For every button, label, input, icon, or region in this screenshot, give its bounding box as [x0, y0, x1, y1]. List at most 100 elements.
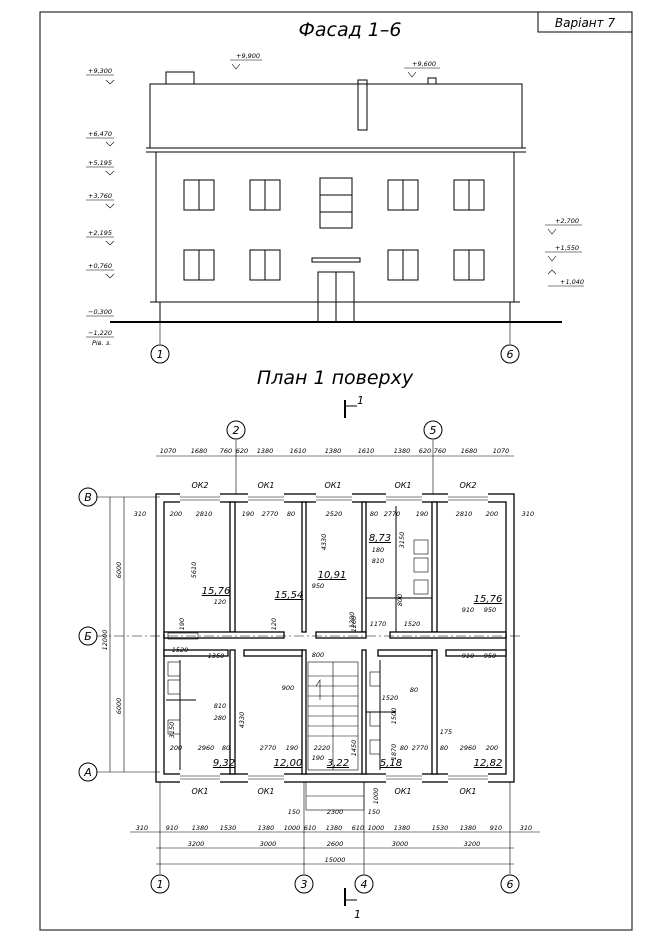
svg-text:1520: 1520 [172, 646, 189, 654]
svg-text:2520: 2520 [326, 510, 343, 518]
svg-text:5610: 5610 [190, 562, 198, 579]
axis-label: А [83, 766, 92, 779]
axis-label: 4 [361, 878, 368, 891]
axis-marker-a [78, 762, 98, 782]
interior-dims: 5610 4330 3150 1520 180 810 1200 950 910… [168, 532, 496, 761]
svg-text:310: 310 [520, 824, 532, 832]
svg-text:1380: 1380 [394, 447, 411, 455]
svg-text:120: 120 [270, 618, 278, 630]
room-area: 12,00 [274, 758, 303, 769]
level-mark: −0,300 [88, 308, 112, 316]
level-mark: +9,900 [236, 52, 260, 60]
svg-text:175: 175 [440, 728, 452, 736]
entrance-porch [305, 781, 365, 811]
svg-text:610: 610 [352, 824, 364, 832]
svg-text:1680: 1680 [191, 447, 208, 455]
svg-text:ОК1: ОК1 [257, 787, 274, 796]
room-area: 3,22 [327, 758, 349, 769]
room-area: 10,91 [318, 570, 347, 581]
svg-text:310: 310 [522, 510, 534, 518]
svg-text:1610: 1610 [358, 447, 375, 455]
level-mark: +9,600 [412, 60, 436, 68]
window-labels-bottom: ОК1 ОК1 ОК1 ОК1 [191, 787, 476, 796]
svg-text:2960: 2960 [460, 744, 477, 752]
svg-text:1000: 1000 [284, 824, 301, 832]
axis-label: Б [84, 630, 92, 643]
svg-text:900: 900 [282, 684, 294, 692]
axis-marker-4 [354, 874, 374, 894]
svg-text:280: 280 [214, 714, 226, 722]
svg-text:1520: 1520 [382, 694, 399, 702]
room-area: 15,54 [275, 590, 304, 601]
svg-text:3200: 3200 [464, 840, 481, 848]
axis-label: 1 [157, 348, 164, 361]
svg-text:3150: 3150 [398, 532, 406, 549]
inner-top-dims: 310 200 2810 190 2770 80 2520 80 2770 19… [134, 510, 534, 518]
svg-text:1380: 1380 [192, 824, 209, 832]
section-label: 1 [354, 908, 361, 921]
svg-text:3200: 3200 [188, 840, 205, 848]
facade-levels-top: +9,900 +9,600 [230, 52, 440, 78]
svg-text:810: 810 [214, 702, 226, 710]
axis-label: 6 [507, 348, 514, 361]
svg-text:1350: 1350 [208, 652, 225, 660]
plan-title: План 1 поверху [257, 367, 414, 389]
svg-text:ОК1: ОК1 [459, 787, 476, 796]
svg-text:800: 800 [396, 594, 404, 606]
variant-box [537, 11, 633, 33]
svg-text:4330: 4330 [238, 712, 246, 729]
axis-label: 5 [430, 424, 437, 437]
svg-text:190: 190 [416, 510, 428, 518]
svg-text:1380: 1380 [394, 824, 411, 832]
svg-text:610: 610 [304, 824, 316, 832]
axis-label: 3 [301, 878, 308, 891]
level-mark: +2,700 [555, 217, 579, 225]
section-label: 1 [357, 394, 364, 407]
top-dim-labels: 1070 1680 760 620 1380 1610 1380 1610 13… [160, 447, 510, 455]
room-area: 9,32 [213, 758, 235, 769]
ground-note: Рів. з. [92, 339, 111, 347]
axis-marker-b [78, 626, 98, 646]
svg-text:80: 80 [440, 744, 448, 752]
chimney-center [357, 79, 368, 131]
level-mark: +1,040 [560, 278, 584, 286]
svg-text:ОК2: ОК2 [459, 481, 476, 490]
room-area: 15,76 [202, 586, 231, 597]
svg-text:1170: 1170 [370, 620, 387, 628]
svg-text:190: 190 [178, 618, 186, 630]
room-area: 15,76 [474, 594, 503, 605]
svg-text:4330: 4330 [320, 534, 328, 551]
axis-label: 6 [507, 878, 514, 891]
svg-text:1380: 1380 [460, 824, 477, 832]
axis-marker-1-bottom [150, 874, 170, 894]
facade-building [110, 71, 562, 323]
level-mark: +6,470 [88, 130, 112, 138]
svg-text:2810: 2810 [196, 510, 213, 518]
svg-text:6000: 6000 [115, 562, 123, 579]
level-mark: +1,550 [555, 244, 579, 252]
svg-text:620: 620 [236, 447, 248, 455]
facade-levels-right: +2,700 +1,550 +1,040 [545, 217, 584, 287]
svg-text:910: 910 [462, 652, 474, 660]
svg-text:2770: 2770 [260, 744, 277, 752]
svg-text:1380: 1380 [326, 824, 343, 832]
svg-text:2810: 2810 [456, 510, 473, 518]
facade-title: Фасад 1–6 [299, 19, 402, 41]
svg-text:950: 950 [312, 582, 324, 590]
facade-windows-lower [183, 249, 485, 281]
svg-text:120: 120 [214, 598, 226, 606]
svg-text:310: 310 [134, 510, 146, 518]
total-dimension: 15000 [325, 856, 346, 864]
svg-text:200: 200 [486, 510, 498, 518]
svg-text:1610: 1610 [290, 447, 307, 455]
sheet-frame [39, 11, 633, 931]
svg-text:1500: 1500 [390, 708, 398, 725]
level-mark: +0,760 [88, 262, 112, 270]
svg-text:ОК1: ОК1 [394, 481, 411, 490]
svg-text:2770: 2770 [384, 510, 401, 518]
axis-marker-v [78, 487, 98, 507]
svg-text:1450: 1450 [350, 740, 358, 757]
svg-text:3150: 3150 [168, 722, 176, 739]
plan-windows-bottom [180, 772, 488, 784]
